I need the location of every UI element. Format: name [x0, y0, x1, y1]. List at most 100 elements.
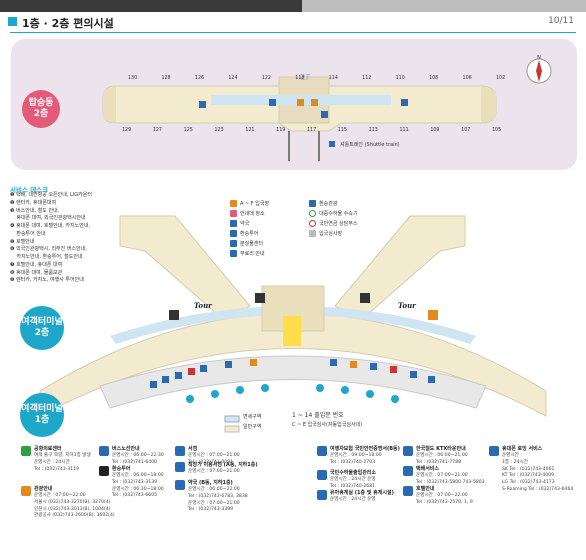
facility-icon — [317, 470, 327, 480]
facility-title: 버스노선안내 — [112, 446, 140, 452]
facility-line: Tel : (032)743-2570, 1, 9 — [416, 499, 473, 505]
service-desk-markers — [186, 384, 399, 403]
gate-number: 129 — [122, 128, 132, 133]
map-2f: N — [102, 55, 552, 161]
gate-number: 102 — [496, 76, 506, 81]
facility-icon — [489, 446, 499, 456]
service-desk-item: ❸ 버스안내, 철도 안내, — [10, 207, 60, 214]
gate-number: 118 — [295, 76, 305, 81]
facility-line: 1층 : 24시간 — [502, 459, 528, 465]
concourse-2f-left-wing — [103, 86, 116, 123]
legend-text: 국민연금 상담부스 — [319, 220, 358, 227]
service-desk-item: ❻ 외국인관광택시, 리무진 버스안내, — [10, 246, 87, 253]
facility-title: 관광안내 — [34, 486, 53, 492]
exit-legend: C ~ E 입국심사(자동입국심사대) — [292, 422, 363, 428]
gate-number: 110 — [395, 76, 405, 81]
legend-text: 안내데 정소 — [240, 210, 265, 217]
terminal-label-1f: 여객터미널 1층 — [20, 393, 64, 437]
facility-line: 서울시 (032)743-3270(B), 3270(4) — [34, 499, 111, 505]
facility-icon-2f — [311, 99, 318, 106]
exit-marker-e — [255, 293, 265, 303]
facility-icons-1f — [150, 359, 435, 388]
facility-line: Tel : (032)743-5800 743-5803 — [416, 479, 485, 485]
page-number: 10/11 — [548, 16, 574, 26]
legend-item: 무료리 안내 — [230, 248, 269, 258]
legend-text: A ~ F 입국장 — [240, 200, 270, 207]
gate-number: 124 — [228, 76, 238, 81]
facility-line: 운영시간 : 07:00~21:00 — [188, 500, 240, 506]
facility-icon-2f — [401, 99, 408, 106]
facility-line: 운영시간 : 07:00~21:00 — [416, 473, 468, 479]
gate-number: 115 — [337, 128, 347, 133]
gate-number: 125 — [183, 128, 193, 133]
service-desk-item: ❾ 렌터카, 카지노, 여행사 투어안내 — [10, 277, 84, 284]
building-label-concourse: 탑승동 2층 — [22, 90, 60, 128]
facility-line: 운영시간 : 06:30~18:00 — [112, 486, 164, 492]
gate-number: 123 — [214, 128, 224, 133]
facility-line: 운영시간 : 07:00~21:00 — [188, 469, 240, 475]
facility-line: 운영시간 : 07:00~21:00 — [188, 453, 240, 459]
gate-number: 122 — [261, 76, 271, 81]
legend-icon — [230, 239, 237, 247]
tour-label-left: Tour — [194, 301, 212, 310]
gate-number: 117 — [307, 128, 317, 133]
facility-item: 유아휴게실 (1층 및 휴게시설)운영시간 : 24시간 운영 — [317, 490, 434, 504]
service-desk-item: ❺ 호텔안내 — [10, 238, 35, 245]
area-legend-light: 일반구역 — [243, 424, 262, 430]
facility-icon — [403, 486, 413, 496]
shuttle-icon — [329, 141, 335, 147]
facility-line: Tel : (032)743-3119 — [34, 466, 80, 472]
facility-line: 여객 출구 쪽향, 지하1층 발생 — [34, 453, 91, 459]
legend-item: 입국심사장 — [309, 228, 357, 238]
legend-item: 환승투어 — [230, 228, 269, 238]
facility-line: Tel : (032)741-7788 — [416, 459, 462, 465]
legend-icon — [309, 209, 317, 217]
gate-number: 130 — [128, 76, 138, 81]
facility-title: 유아휴게실 (1층 및 휴게시설) — [330, 490, 394, 496]
main-terminal-shape — [39, 313, 547, 417]
service-desk-item: ❽ 휴대폰 대여, 물품보관 — [10, 269, 63, 276]
gate-number: 112 — [362, 76, 372, 81]
service-desk-item: 카지노안내, 환승투어, 철도안내 — [10, 254, 83, 260]
facility-title: 서점 — [188, 446, 198, 452]
concourse-2f-right-wing — [481, 86, 496, 123]
legend-item: 대중수하물 수속기 — [309, 208, 357, 218]
facility-line: Tel : (032)743-6605 — [112, 493, 158, 499]
legend-icon — [309, 199, 317, 207]
gate-number: 114 — [328, 76, 338, 81]
facility-icon — [175, 480, 185, 490]
facility-line: S-Roaming Tel : (032)743-6464 — [502, 486, 574, 492]
service-desk-item: ❼ 호텔안내, 휴대폰 대여 — [10, 261, 63, 268]
facility-icon — [403, 466, 413, 476]
facility-title: 택배서비스 — [416, 466, 440, 472]
legend-text: 입국심사장 — [319, 230, 343, 237]
legend-swatch-dark — [224, 415, 240, 423]
legend-swatch-light — [224, 425, 240, 433]
exit-marker-c — [428, 310, 438, 320]
exit-marker-d — [360, 293, 370, 303]
facility-line: 운영시간 : 06:00~18:00 — [112, 473, 164, 479]
facility-icon — [175, 446, 185, 456]
facility-line: 운영시간 : 24시간 — [34, 459, 70, 465]
service-desk-item: 휴대폰 대여, 외국인관광택시안내 — [10, 215, 86, 222]
service-desk-item: ❷ 렌터카, 휴대폰대여 — [10, 199, 57, 206]
facility-line: Tel : (032)743-3399 — [188, 507, 234, 513]
facility-icon — [21, 486, 31, 496]
departure-hall — [99, 355, 487, 409]
facility-line: 운영시간 : 06:00~22:30 — [112, 453, 164, 459]
facility-title: 약국 (B동, 지하1층) — [188, 480, 233, 486]
facility-line: 운영시간 : 07:00~22:00 — [416, 493, 468, 499]
area-legend: 면세구역 일반구역 — [225, 413, 261, 433]
page-header: 1층 · 2층 편의시설 10/11 — [0, 0, 586, 40]
facility-icon-2f — [269, 99, 276, 106]
facility-icon-2f — [297, 99, 304, 106]
facility-line: 운영시간 : 24시간 운영 — [330, 477, 376, 483]
area-legend-dark: 면세구역 — [243, 414, 262, 420]
facility-icon — [99, 446, 109, 456]
